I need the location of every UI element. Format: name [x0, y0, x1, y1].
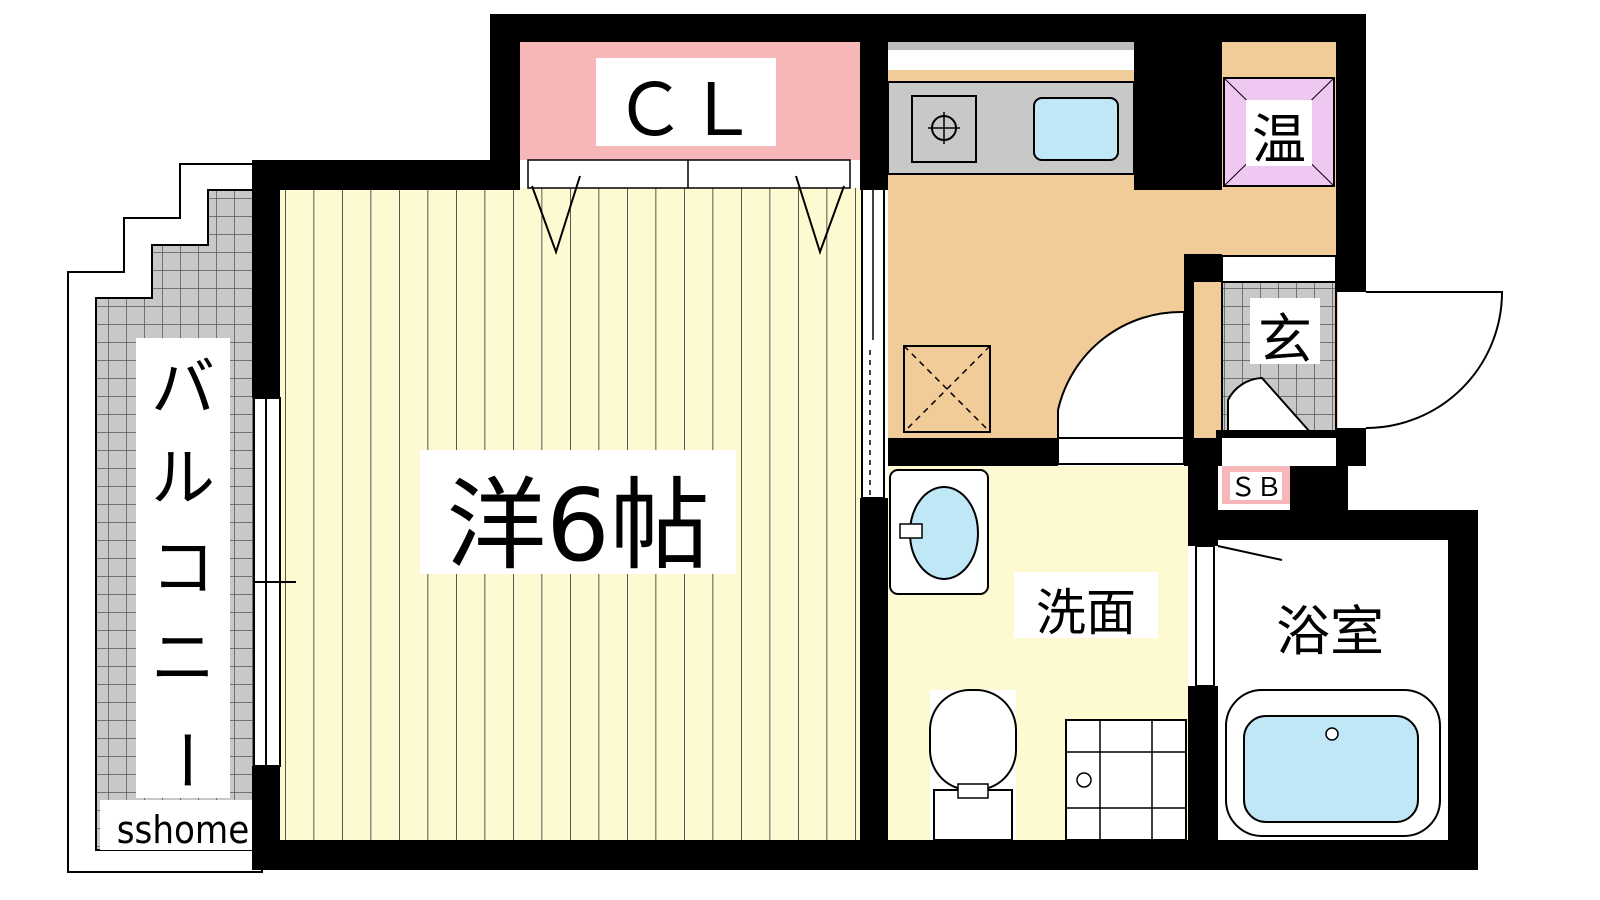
entrance: 玄 ＳＢ: [1221, 255, 1504, 504]
balcony: バ ル コ ニ ー sshome: [67, 163, 266, 873]
entrance-label: 玄: [1258, 308, 1312, 371]
closet: ＣＬ: [520, 42, 860, 256]
washing-machine-pan-icon: [1065, 719, 1187, 841]
balcony-char-5: ー: [147, 728, 221, 792]
water-heater: 温: [1218, 42, 1338, 187]
balcony-char-1: バ: [151, 352, 215, 426]
washroom-label: 洗面: [1036, 584, 1136, 642]
bathroom-label: 浴室: [1276, 600, 1384, 663]
balcony-char-3: コ: [151, 532, 215, 606]
bathroom: 浴室: [1195, 540, 1448, 840]
fridge-space-icon: [903, 345, 991, 433]
washbasin-icon: [889, 469, 989, 595]
western-room-label: 洋6帖: [446, 467, 710, 584]
balcony-char-2: ル: [151, 442, 215, 516]
closet-label: ＣＬ: [614, 68, 758, 152]
stove-icon: [911, 95, 977, 163]
bathtub-icon: [1225, 689, 1441, 837]
western-room: 洋6帖: [253, 188, 862, 840]
water-heater-label: 温: [1252, 108, 1306, 171]
toilet-icon: [929, 689, 1017, 841]
shoe-box-label: ＳＢ: [1230, 473, 1282, 503]
washroom: 洗面: [888, 310, 1188, 841]
walls: [252, 14, 1478, 870]
sink-icon: [1033, 97, 1119, 161]
balcony-char-4: ニ: [151, 622, 215, 696]
watermark: sshome: [117, 808, 250, 852]
